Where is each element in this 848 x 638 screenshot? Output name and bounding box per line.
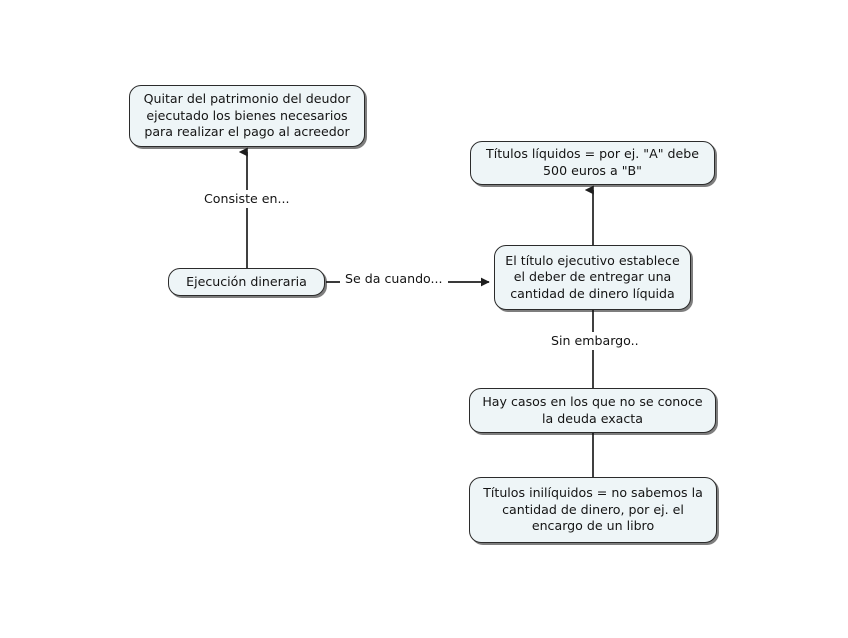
node-label: Títulos inilíquidos = no sabemos la cant…: [483, 485, 703, 534]
node-label: El título ejecutivo establece el deber d…: [505, 252, 680, 301]
edge-label-consiste-en: Consiste en...: [199, 190, 295, 209]
node-hay-casos[interactable]: Hay casos en los que no se conoce la deu…: [469, 388, 716, 433]
node-quitar-del-patrimonio[interactable]: Quitar del patrimonio del deudor ejecuta…: [129, 85, 365, 147]
node-titulo-ejecutivo[interactable]: El título ejecutivo establece el deber d…: [494, 245, 691, 310]
node-titulos-iniliquidos[interactable]: Títulos inilíquidos = no sabemos la cant…: [469, 477, 717, 543]
node-label: Quitar del patrimonio del deudor ejecuta…: [143, 91, 351, 140]
node-label: Títulos líquidos = por ej. "A" debe 500 …: [486, 146, 699, 178]
edge-label-se-da-cuando: Se da cuando...: [340, 270, 448, 289]
edge-label-sin-embargo: Sin embargo..: [546, 332, 644, 351]
node-ejecucion-dineraria[interactable]: Ejecución dineraria: [168, 268, 325, 296]
node-label: Hay casos en los que no se conoce la deu…: [482, 393, 703, 426]
node-label: Ejecución dineraria: [186, 273, 307, 289]
node-titulos-liquidos[interactable]: Títulos líquidos = por ej. "A" debe 500 …: [470, 141, 715, 185]
